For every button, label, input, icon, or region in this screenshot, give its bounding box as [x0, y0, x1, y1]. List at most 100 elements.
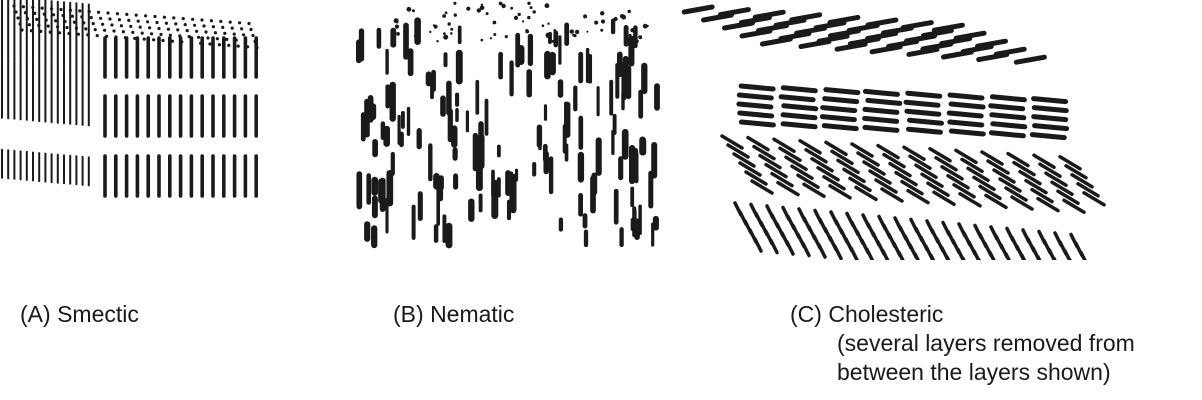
cholesteric-layer3-rod — [854, 185, 878, 202]
nematic-top-dot — [466, 6, 471, 11]
smectic-top-dot — [200, 18, 204, 22]
smectic-top-dot — [123, 36, 127, 40]
nematic-top-dot — [450, 32, 453, 35]
cholesteric-layer4-rod — [801, 241, 811, 258]
cholesteric-layer2-rod — [737, 110, 775, 119]
smectic-top-dot — [246, 45, 250, 49]
cholesteric-layer2-rod — [948, 128, 986, 137]
cholesteric-layer3-rod — [764, 162, 788, 179]
smectic-top-dot — [234, 38, 238, 42]
cholesteric-layer3-rod — [1044, 171, 1068, 187]
nematic-top-dot — [573, 34, 577, 38]
nematic-top-dot — [626, 31, 629, 34]
cholesteric-layer4-rod — [897, 250, 905, 260]
cholesteric-layer3-rod — [920, 172, 944, 188]
smectic-top-dot — [65, 25, 69, 30]
cholesteric-layer3-rod — [986, 159, 1010, 175]
cholesteric-layer2-rod — [907, 117, 944, 126]
smectic-top-dot — [95, 34, 99, 38]
cholesteric-layer3-rod — [750, 179, 774, 195]
smectic-top-dot — [29, 29, 33, 33]
cholesteric-layer1-rod — [701, 12, 734, 23]
smectic-top-dot — [110, 23, 114, 27]
smectic-top-dot — [33, 11, 37, 15]
cholesteric-layer3-rod — [888, 161, 912, 178]
smectic-top-dot — [144, 14, 148, 18]
nematic-top-dot — [476, 8, 481, 13]
smectic-top-dot — [202, 24, 206, 28]
cholesteric-layer3-rod — [1030, 187, 1054, 204]
nematic-top-dot — [583, 14, 588, 19]
smectic-top-dot — [12, 4, 16, 8]
cholesteric-layer3-rod — [1058, 155, 1082, 171]
cholesteric-layer2-rod — [865, 97, 903, 106]
smectic-top-dot — [97, 10, 101, 14]
cholesteric-layer3-rod — [784, 155, 808, 171]
smectic-top-dot — [58, 31, 62, 35]
cholesteric-layer2-rod — [905, 90, 943, 99]
smectic-top-dot — [129, 24, 133, 28]
cholesteric-layer3-rod — [770, 171, 794, 188]
smectic-top-dot — [138, 25, 142, 29]
smectic-top-dot — [80, 15, 84, 19]
nematic-top-dot — [493, 33, 497, 36]
smectic-top-dot — [54, 19, 58, 23]
cholesteric-layer2-rod — [862, 124, 900, 133]
cholesteric-layer2-rod — [947, 92, 985, 101]
smectic-top-dot — [221, 25, 225, 29]
cholesteric-layer3-rod — [868, 169, 892, 185]
cholesteric-layer2-rod — [988, 103, 1026, 112]
smectic-top-dot — [48, 30, 52, 34]
nematic-top-dot — [547, 22, 550, 25]
cholesteric-layer1-rod — [931, 22, 965, 33]
cholesteric-layer4-rod — [961, 256, 966, 260]
cholesteric-layer4-rod — [769, 238, 779, 255]
smectic-top-dot — [249, 27, 253, 32]
caption-smectic: (A) Smectic — [20, 300, 139, 329]
cholesteric-layer1-rod — [722, 20, 755, 31]
smectic-top-dot — [191, 17, 195, 21]
cholesteric-layer3-rod — [934, 156, 958, 172]
smectic-top-dot — [204, 30, 208, 34]
cholesteric-layer2-rod — [906, 126, 943, 135]
smectic-top-dot — [56, 25, 60, 29]
smectic-top-dot — [244, 39, 248, 43]
cholesteric-layer3-rod — [1038, 162, 1062, 178]
cholesteric-layer2-rod — [819, 114, 857, 123]
nematic-top-dot — [429, 30, 432, 34]
nematic-top-dot — [545, 32, 551, 38]
smectic-top-dot — [199, 41, 203, 45]
cholesteric-layer3-rod — [1018, 169, 1042, 186]
cholesteric-layer3-rod — [1024, 178, 1048, 195]
caption-smectic-name: Smectic — [57, 301, 139, 327]
cholesteric-layer3-rod — [830, 149, 854, 166]
nematic-top-dot — [394, 24, 399, 29]
cholesteric-layer1-rod — [847, 36, 881, 47]
cholesteric-layer1-rod — [794, 25, 828, 36]
smectic-top-dot — [105, 34, 109, 38]
nematic-top-dot — [498, 1, 503, 6]
cholesteric-layer3-rod — [980, 150, 1004, 166]
cholesteric-layer3-rod — [940, 165, 964, 181]
cholesteric-layer3-rod — [842, 167, 866, 184]
cholesteric-layer3-rod — [732, 152, 756, 168]
cholesteric-layer1-rod — [827, 14, 861, 25]
cholesteric-layer3-rod — [828, 184, 852, 200]
smectic-top-dot — [86, 33, 90, 37]
nematic-top-dot — [627, 9, 631, 14]
cholesteric-layer3-rod — [1070, 173, 1094, 189]
cholesteric-layer2-rod — [862, 115, 900, 124]
nematic-top-dot — [613, 16, 618, 22]
cholesteric-layer2-rod — [862, 88, 900, 97]
cholesteric-layer1-rod — [953, 30, 987, 41]
smectic-top-dot — [131, 30, 135, 34]
smectic-top-dot — [103, 28, 107, 32]
cholesteric-layer2-rod — [821, 123, 859, 132]
cholesteric-layer3-rod — [1082, 191, 1106, 207]
cholesteric-layer3-rod — [882, 152, 906, 169]
caption-cholesteric-note-line1: (several layers removed from — [837, 330, 1135, 356]
nematic-top-dot — [504, 35, 508, 39]
smectic-top-dot — [14, 10, 18, 14]
smectic-top-dot — [52, 13, 56, 17]
cholesteric-layer3-rod — [752, 144, 776, 161]
